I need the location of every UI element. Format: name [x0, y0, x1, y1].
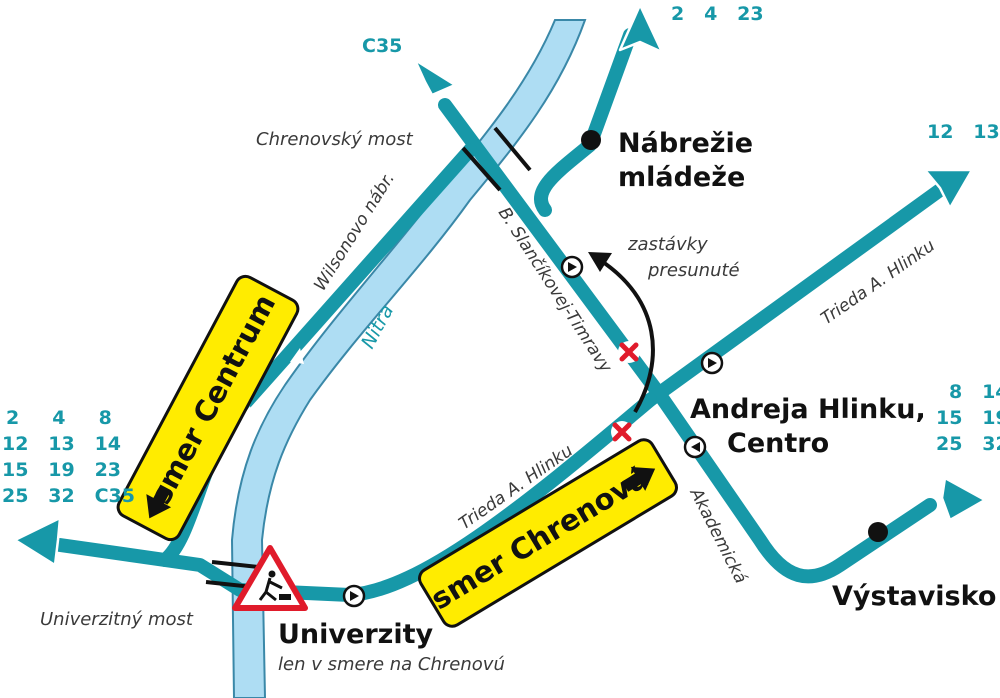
stop-nabrezie-line1: Nábrežie	[618, 128, 753, 159]
moved-stops-arrow	[598, 258, 655, 413]
direction-marker-1	[290, 348, 304, 364]
street-akademicka: Akademická	[685, 484, 751, 587]
route-east-row2: 15 19	[936, 407, 1000, 429]
street-hlinku-upper: Trieda A. Hlinku	[817, 236, 939, 329]
bridge-univerzitny-label: Univerzitný most	[40, 609, 194, 630]
stop-marker-nabrezie	[581, 130, 601, 150]
stop-marker-vystavisko	[868, 522, 888, 542]
route-west-row3: 15 19 23	[2, 459, 121, 481]
note-moved-line2: presunuté	[647, 260, 740, 281]
route-west-row1: 2 4 8	[6, 407, 112, 429]
roadwork-warning-icon	[232, 545, 308, 611]
stop-hlinku-line2: Centro	[727, 428, 829, 459]
arrowhead-north-c35	[413, 58, 457, 97]
route-east-row3: 25 32	[936, 433, 1000, 455]
bridge-chrenovsky-bar-2	[493, 126, 532, 172]
arrowhead-east	[940, 476, 987, 522]
stop-marker-slancikovej	[560, 255, 584, 279]
arrow-right-icon	[622, 466, 656, 492]
route-east-row1: 8 14	[949, 381, 1000, 403]
route-west-row4: 25 32 C35	[2, 485, 135, 507]
arrowhead-northeast	[923, 168, 974, 210]
stop-nabrezie-line2: mládeže	[618, 162, 745, 193]
stop-hlinku-line1: Andreja Hlinku,	[690, 394, 926, 425]
arrowhead-west	[13, 516, 62, 567]
direction-marker-3	[210, 476, 224, 492]
note-moved-line1: zastávky	[627, 234, 708, 255]
arrow-left-icon	[146, 484, 172, 519]
direction-marker-4	[380, 188, 394, 203]
bridge-chrenovsky-label: Chrenovský most	[256, 129, 414, 150]
stop-marker-univerzity	[342, 584, 366, 608]
stop-marker-hlinku-ne	[700, 351, 724, 375]
street-slancikovej: B. Slančíkovej-Timravy	[494, 204, 616, 377]
road-slancikovej	[438, 98, 937, 584]
arrowhead-north-top	[618, 3, 664, 54]
stop-vystavisko: Výstavisko	[832, 581, 996, 612]
bridge-chrenovsky-bar-1	[461, 146, 502, 192]
closed-stop-icon	[611, 421, 633, 443]
stop-marker-akademicka	[683, 435, 707, 459]
stop-univerzity-note: len v smere na Chrenovú	[278, 654, 505, 675]
route-north-c35: C35	[362, 35, 402, 57]
closed-stop-icon	[618, 341, 640, 363]
road-hlinku	[643, 183, 947, 407]
route-west-row2: 12 13 14	[2, 433, 121, 455]
route-north-top: 2 4 23	[671, 3, 764, 25]
route-northeast: 12 13	[927, 121, 1000, 143]
stop-univerzity: Univerzity	[278, 619, 434, 650]
direction-marker-2	[240, 406, 254, 422]
moved-stops-arrowhead	[588, 252, 612, 272]
